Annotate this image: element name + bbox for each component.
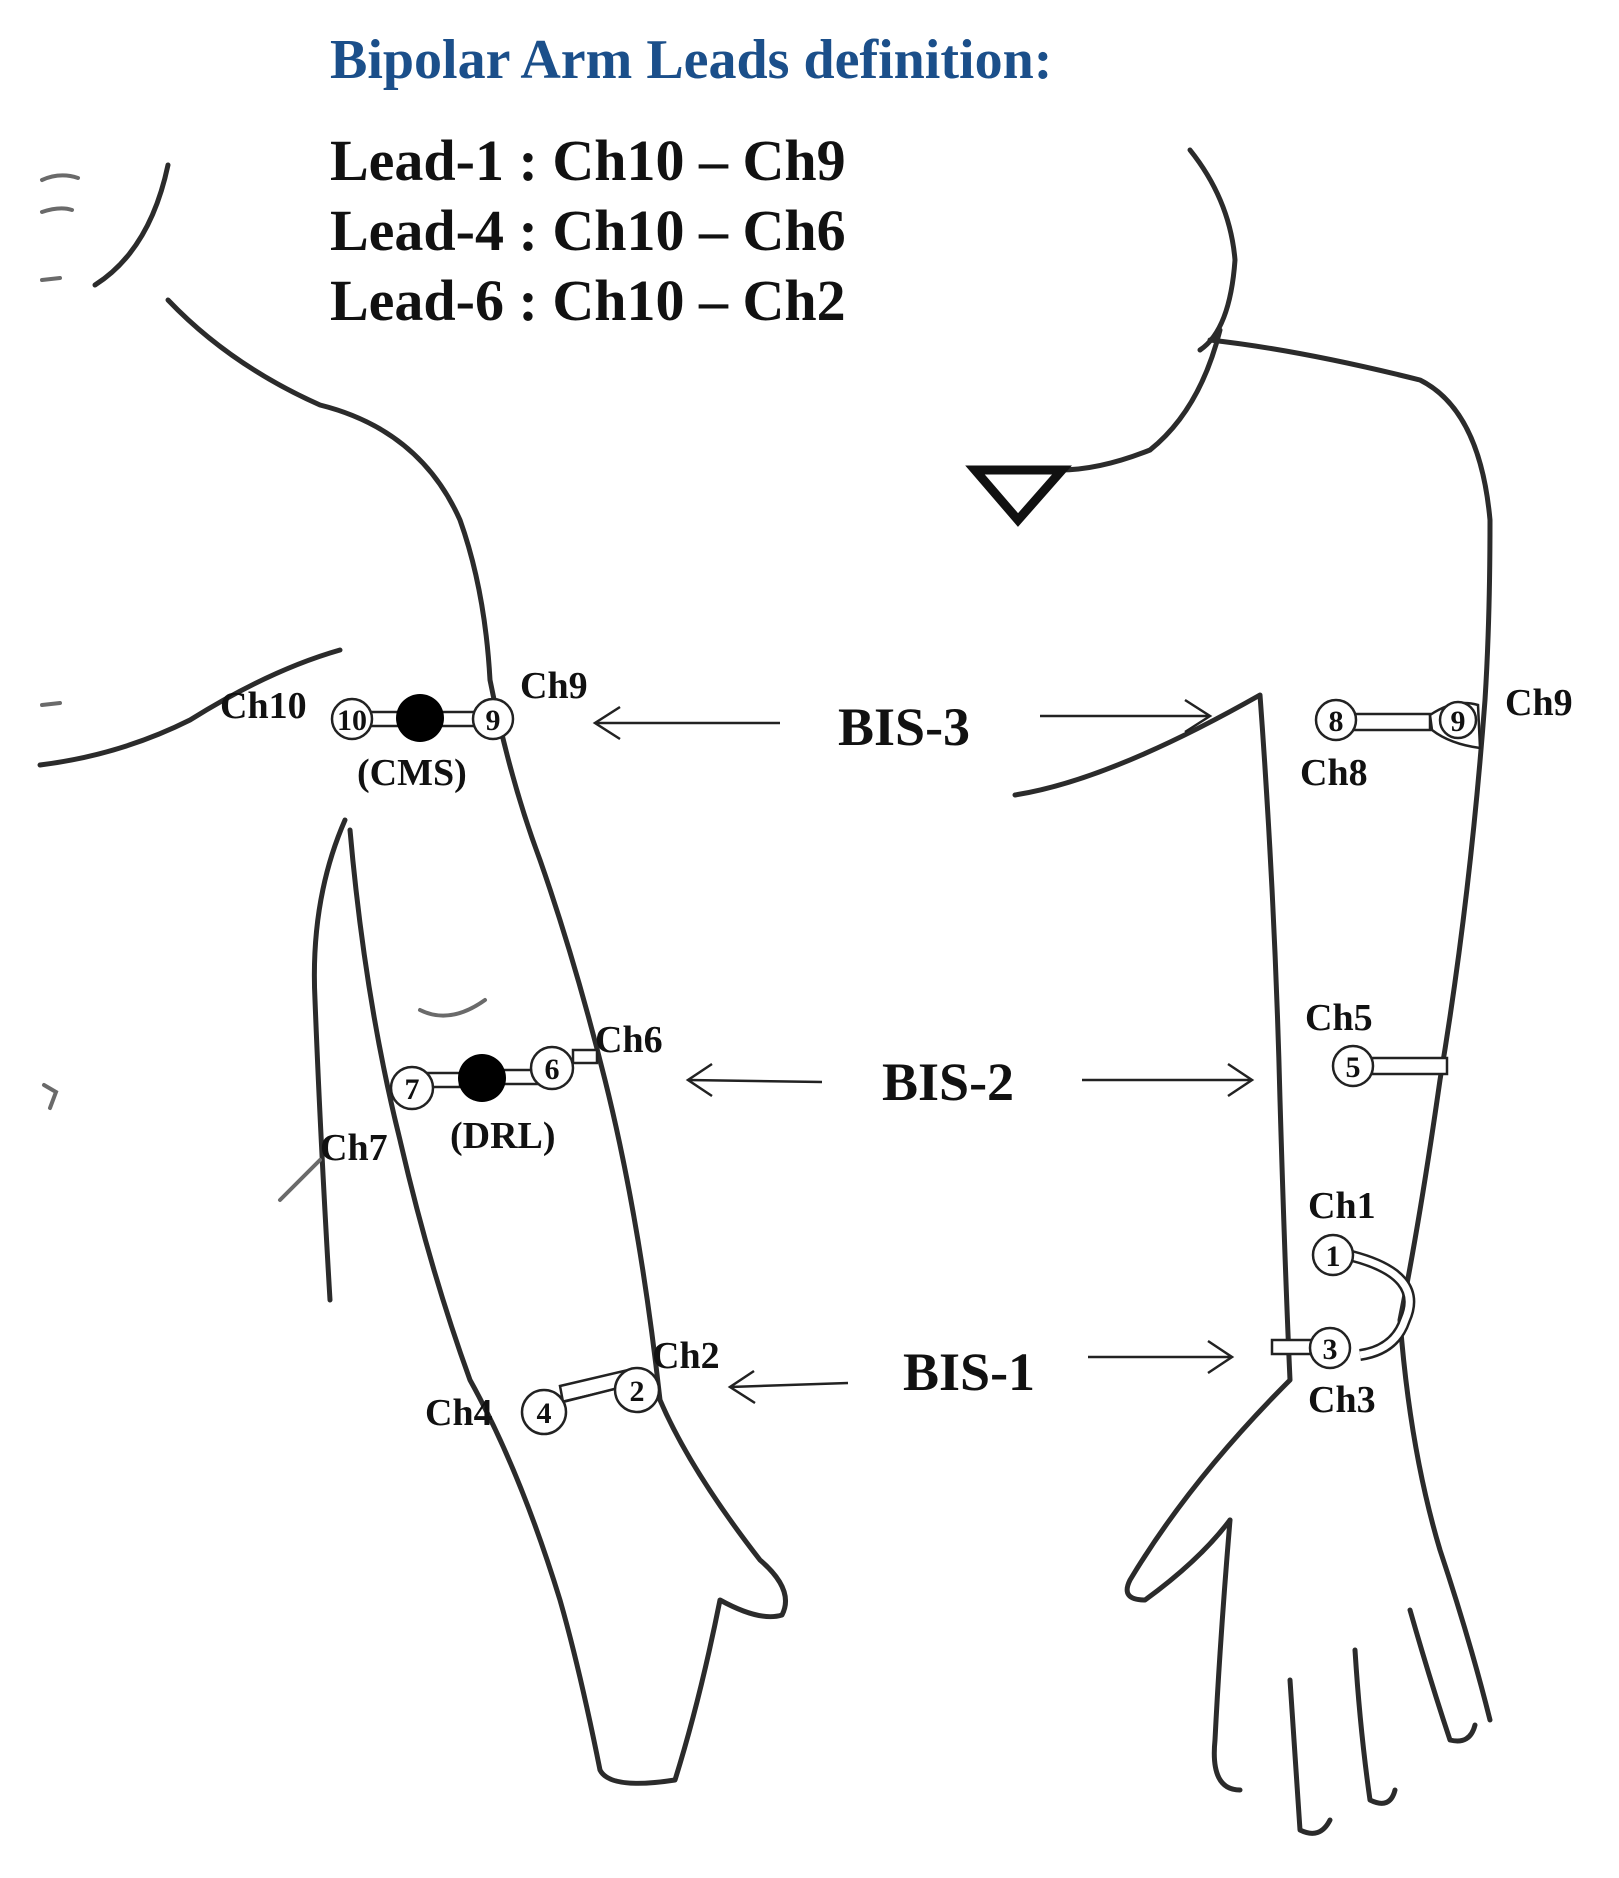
label-ch2: Ch2 bbox=[652, 1335, 720, 1377]
lead-definition-2: Lead-4 : Ch10 – Ch6 bbox=[330, 198, 846, 263]
right-bis1-electrodes: 1 3 Ch1 Ch3 bbox=[1270, 1185, 1416, 1421]
label-cms: (CMS) bbox=[357, 752, 467, 794]
arrow-bis1-right-head bbox=[1207, 1339, 1235, 1375]
electrode-3-number: 3 bbox=[1323, 1333, 1338, 1366]
bis2-annotation: BIS-2 bbox=[685, 1052, 1255, 1112]
electrode-wire bbox=[1352, 712, 1432, 732]
electrode-10-number: 10 bbox=[337, 704, 367, 737]
lead-definition-1: Lead-1 : Ch10 – Ch9 bbox=[330, 128, 846, 193]
electrode-3 bbox=[1308, 1326, 1352, 1370]
electrode-2-number: 2 bbox=[630, 1375, 645, 1408]
arrow-bis3-right-head bbox=[1184, 698, 1213, 734]
electrode-7-number: 7 bbox=[405, 1073, 420, 1106]
right-arm-figure bbox=[965, 147, 1493, 1836]
electrode-4 bbox=[520, 1388, 568, 1436]
label-ch3: Ch3 bbox=[1308, 1379, 1376, 1421]
diagram-title: Bipolar Arm Leads definition: bbox=[330, 29, 1052, 91]
label-ch4: Ch4 bbox=[425, 1392, 493, 1434]
finger-outline bbox=[1352, 1647, 1398, 1806]
electrode-9-right-number: 9 bbox=[1451, 705, 1466, 738]
electrode-wire bbox=[571, 1048, 599, 1065]
left-figure-contour bbox=[40, 276, 62, 282]
label-ch7: Ch7 bbox=[320, 1127, 388, 1169]
elbow-crease bbox=[418, 998, 487, 1018]
finger-outline bbox=[1211, 1517, 1243, 1793]
arrow-bis1-left bbox=[729, 1381, 849, 1389]
electrode-7 bbox=[389, 1065, 435, 1111]
electrode-5-number: 5 bbox=[1346, 1051, 1361, 1084]
left-bis3-electrodes: 10 9 Ch10 Ch9 (CMS) bbox=[220, 665, 588, 794]
label-ch1: Ch1 bbox=[1308, 1185, 1376, 1227]
bis3-annotation: BIS-3 bbox=[592, 697, 1213, 757]
electrode-1 bbox=[1311, 1233, 1355, 1277]
electrode-1-number: 1 bbox=[1326, 1240, 1341, 1273]
right-bis2-electrodes: 5 Ch5 bbox=[1305, 997, 1449, 1088]
bis1-annotation: BIS-1 bbox=[727, 1339, 1235, 1405]
arrow-bis2-right-head bbox=[1227, 1062, 1255, 1098]
left-arm-outline bbox=[165, 297, 788, 1786]
jaw-outline bbox=[1057, 327, 1223, 473]
label-ch10: Ch10 bbox=[220, 685, 307, 727]
neck-outline bbox=[92, 162, 171, 288]
lead-definition-3: Lead-6 : Ch10 – Ch2 bbox=[330, 268, 846, 333]
electrode-4-number: 4 bbox=[537, 1397, 552, 1430]
label-drl: (DRL) bbox=[450, 1115, 556, 1157]
finger-outline bbox=[1287, 1677, 1333, 1836]
label-bis1: BIS-1 bbox=[903, 1342, 1035, 1402]
electrode-8-number: 8 bbox=[1329, 705, 1344, 738]
right-arm-front-outline bbox=[1012, 692, 1293, 1603]
left-figure-contour bbox=[40, 173, 80, 182]
label-bis3: BIS-3 bbox=[838, 697, 970, 757]
arrow-bis2-left-head bbox=[685, 1062, 713, 1098]
electrode-2 bbox=[613, 1366, 661, 1414]
left-arm-figure bbox=[37, 162, 788, 1786]
ground-triangle-symbol bbox=[965, 465, 1072, 527]
arrow-bis1-left-head bbox=[727, 1369, 756, 1405]
electrode-9-left-number: 9 bbox=[486, 704, 501, 737]
left-bis2-electrodes: 7 6 Ch6 Ch7 (DRL) bbox=[320, 1019, 663, 1169]
electrode-10 bbox=[330, 697, 374, 741]
left-bis1-electrodes: 4 2 Ch2 Ch4 bbox=[425, 1335, 720, 1436]
left-figure-contour bbox=[278, 1158, 322, 1202]
left-chest-line bbox=[37, 647, 343, 768]
label-ch9-right: Ch9 bbox=[1505, 682, 1573, 724]
electrode-5 bbox=[1331, 1044, 1375, 1088]
electrode-9-right bbox=[1438, 700, 1478, 740]
electrode-6-number: 6 bbox=[545, 1053, 560, 1086]
electrode-8 bbox=[1314, 698, 1358, 742]
label-ch9-left: Ch9 bbox=[520, 665, 588, 707]
label-ch5: Ch5 bbox=[1305, 997, 1373, 1039]
arrow-bis3-left-head bbox=[592, 705, 621, 741]
head-outline bbox=[1187, 147, 1238, 353]
label-bis2: BIS-2 bbox=[882, 1052, 1014, 1112]
electrode-9-left bbox=[471, 697, 515, 741]
left-figure-contour bbox=[42, 1083, 59, 1110]
label-ch6: Ch6 bbox=[595, 1019, 663, 1061]
electrode-loop-wire bbox=[1351, 1252, 1413, 1359]
left-figure-contour bbox=[40, 701, 62, 707]
label-ch8: Ch8 bbox=[1300, 752, 1368, 794]
left-figure-contour bbox=[40, 206, 74, 214]
finger-outline bbox=[1407, 1607, 1478, 1744]
electrode-wire bbox=[1370, 1056, 1449, 1076]
arrow-bis2-left bbox=[687, 1078, 823, 1084]
left-torso-line bbox=[311, 817, 348, 1303]
cms-reference-electrode bbox=[396, 694, 444, 742]
electrode-6 bbox=[529, 1045, 575, 1091]
drl-reference-electrode bbox=[458, 1054, 506, 1102]
right-bis3-electrodes: 8 9 Ch9 Ch8 bbox=[1300, 682, 1573, 794]
right-arm-back-outline bbox=[1207, 337, 1493, 1723]
